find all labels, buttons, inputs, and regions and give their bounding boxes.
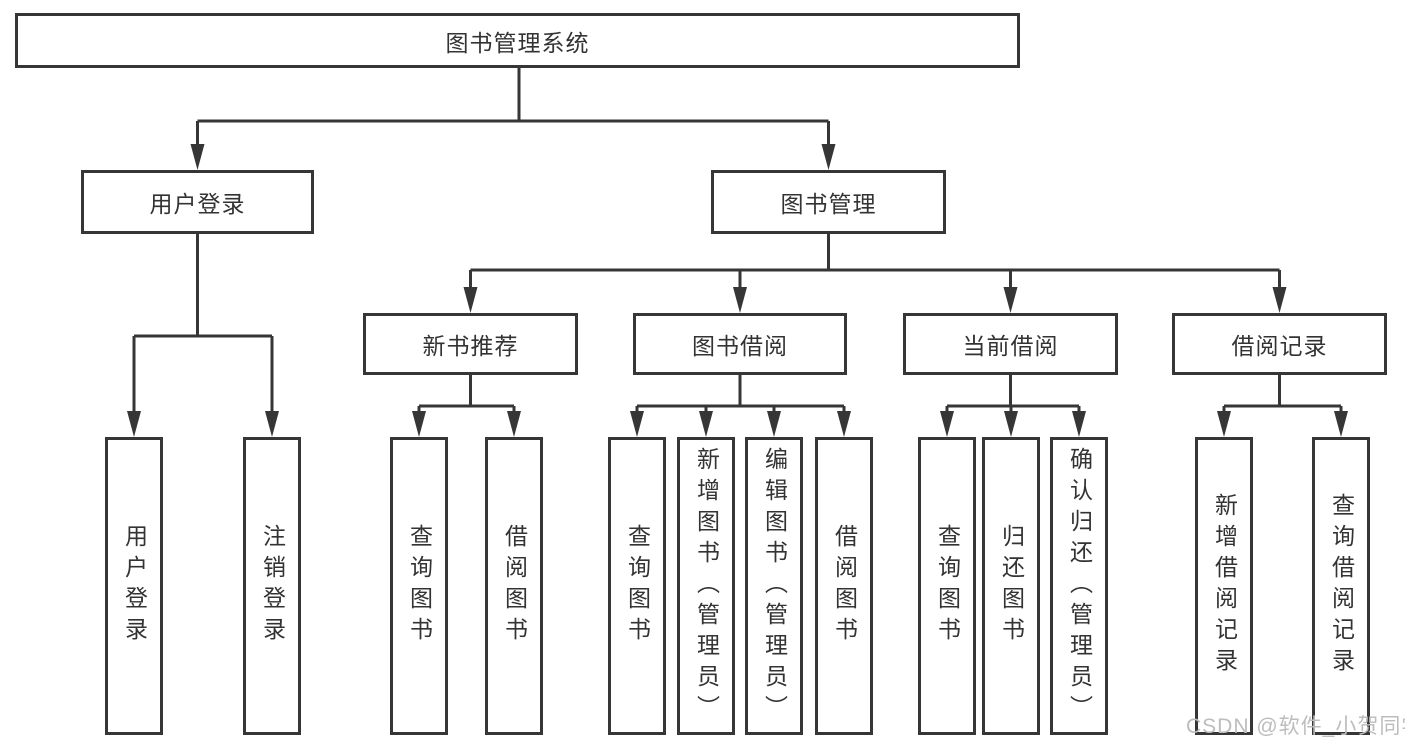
node-query-books-current: 查询图书 [918, 437, 976, 735]
node-query-books-borrow: 查询图书 [608, 437, 666, 735]
node-label: 查询图书 [624, 524, 651, 648]
node-label: 查询图书 [406, 524, 433, 648]
node-edit-books-admin: 编辑图书（管理员） [745, 437, 803, 735]
node-label: 图书管理 [780, 191, 877, 217]
node-logout-leaf: 注销登录 [243, 437, 301, 735]
node-label: 编辑图书（管理员） [761, 446, 788, 726]
node-label: 新书推荐 [422, 333, 519, 359]
node-label: 查询借阅记录 [1328, 493, 1355, 679]
node-user-login-leaf: 用户登录 [105, 437, 163, 735]
node-add-borrow-record: 新增借阅记录 [1195, 437, 1253, 735]
node-label: 归还图书 [998, 524, 1025, 648]
node-confirm-return-admin: 确认归还（管理员） [1050, 437, 1108, 735]
csdn-watermark: CSDN @软件_小贺同学 [1186, 715, 1405, 738]
node-label: 用户登录 [121, 524, 148, 648]
node-current-borrowing: 当前借阅 [903, 313, 1118, 375]
node-label: 图书借阅 [692, 333, 788, 359]
tree-edges [132, 68, 1343, 415]
node-label: 新增图书（管理员） [693, 446, 720, 726]
node-book-borrowing: 图书借阅 [633, 313, 847, 375]
node-label: 借阅图书 [501, 524, 528, 648]
node-new-book-recommend: 新书推荐 [363, 313, 578, 375]
node-label: 图书管理系统 [445, 29, 590, 56]
node-library-management-system: 图书管理系统 [15, 13, 1020, 68]
node-borrow-books-leaf: 借阅图书 [815, 437, 873, 735]
node-label: 查询图书 [934, 524, 961, 648]
node-label: 用户登录 [149, 191, 246, 217]
node-label: 确认归还（管理员） [1066, 446, 1093, 726]
node-label: 借阅图书 [831, 524, 858, 648]
node-borrowing-records: 借阅记录 [1172, 313, 1387, 375]
node-user-login: 用户登录 [81, 170, 314, 234]
node-query-books-recommend: 查询图书 [390, 437, 448, 735]
arrowheads [127, 144, 1348, 437]
node-borrow-books-recommend: 借阅图书 [485, 437, 543, 735]
node-label: 当前借阅 [962, 333, 1059, 359]
node-add-books-admin: 新增图书（管理员） [677, 437, 735, 735]
node-return-books: 归还图书 [982, 437, 1040, 735]
node-query-borrow-record: 查询借阅记录 [1312, 437, 1370, 735]
node-label: 注销登录 [259, 524, 286, 648]
node-label: 借阅记录 [1231, 333, 1328, 359]
node-label: 新增借阅记录 [1211, 493, 1238, 679]
node-book-management: 图书管理 [711, 170, 946, 234]
